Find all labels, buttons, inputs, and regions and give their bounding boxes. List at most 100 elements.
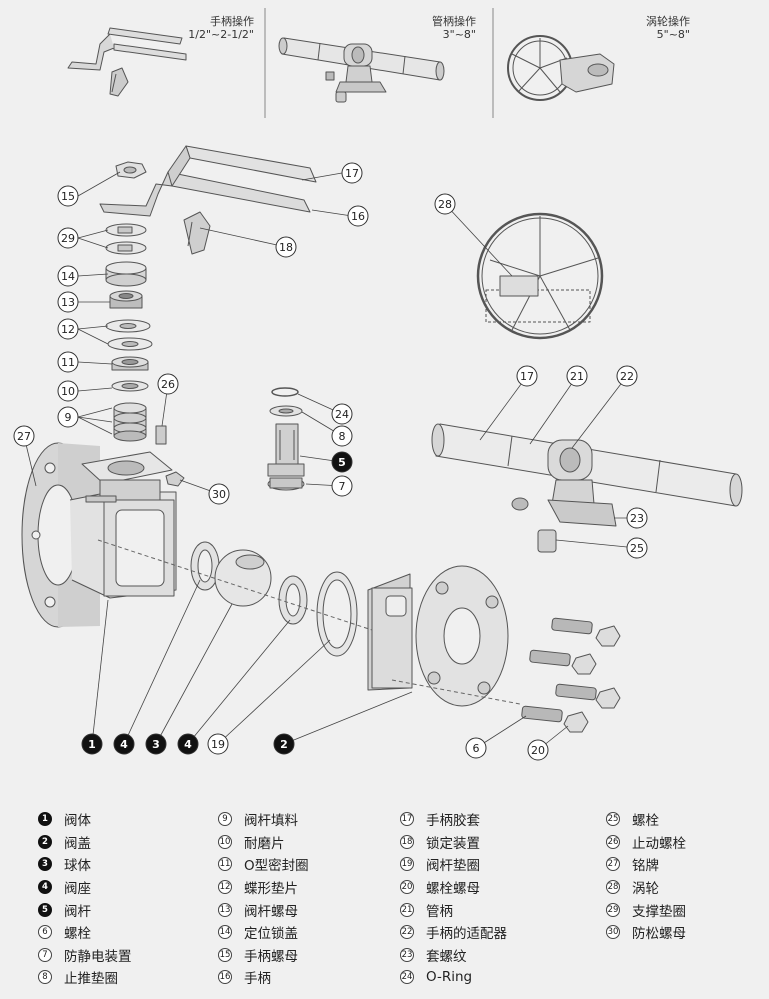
legend-label: 阀座 <box>64 881 91 898</box>
legend-item: 23 套螺纹 <box>400 944 507 967</box>
callout-27: 27 <box>13 425 35 447</box>
callout-17: 17 <box>516 365 538 387</box>
header-handle: 手柄操作 1/2"~2-1/2" <box>170 15 254 41</box>
callout-number: 22 <box>620 370 634 383</box>
leader-lines <box>23 171 638 751</box>
lock-device <box>183 211 211 255</box>
legend-label: 定位锁盖 <box>244 926 298 943</box>
header-size: 1/2"~2-1/2" <box>188 28 254 41</box>
pipe-handle-assembly <box>431 423 743 553</box>
callout-number: 2 <box>280 738 288 751</box>
callout-2: 2 <box>273 733 295 755</box>
callout-circle <box>157 373 179 395</box>
callout-23: 23 <box>626 507 648 529</box>
header-gear: 涡轮操作 5"~8" <box>620 15 690 41</box>
callout-number: 30 <box>212 488 226 501</box>
legend-label: 螺栓 <box>64 926 91 943</box>
callout-number: 15 <box>61 190 75 203</box>
callout-circle <box>57 351 79 373</box>
legend-label: 耐磨片 <box>244 835 285 852</box>
legend-number: 13 <box>218 902 232 917</box>
callout-circle <box>275 236 297 258</box>
callout-14: 14 <box>57 265 79 287</box>
callout-circle <box>57 380 79 402</box>
callout-30: 30 <box>208 483 230 505</box>
callout-7: 7 <box>331 475 353 497</box>
callout-circle <box>465 737 487 759</box>
callout-13: 13 <box>57 291 79 313</box>
callout-5: 5 <box>331 451 353 473</box>
legend-item: 11 O型密封圈 <box>218 853 309 876</box>
callout-21: 21 <box>566 365 588 387</box>
legend-number: 4 <box>38 880 52 895</box>
callout-15: 15 <box>57 185 79 207</box>
callout-circle <box>566 365 588 387</box>
legend-label: 阀体 <box>64 813 91 830</box>
header-pipe: 管柄操作 3"~8" <box>396 15 476 41</box>
lock-nut <box>165 471 185 487</box>
callout-12: 12 <box>57 318 79 340</box>
legend-number: 7 <box>38 947 52 962</box>
callout-number: 21 <box>570 370 584 383</box>
callout-1: 1 <box>81 733 103 755</box>
pipe-handle-sketch <box>278 37 445 103</box>
flange-bolts <box>521 617 621 733</box>
header-title: 管柄操作 <box>432 15 476 28</box>
callout-number: 26 <box>161 378 175 391</box>
callout-25: 25 <box>626 537 648 559</box>
callout-24: 24 <box>331 403 353 425</box>
legend-label: O型密封圈 <box>244 858 309 875</box>
legend-number: 12 <box>218 880 232 895</box>
handle-operation-sketch <box>67 27 187 97</box>
legend-number: 27 <box>606 857 620 872</box>
callout-number: 7 <box>339 480 346 493</box>
callout-circle <box>434 193 456 215</box>
axis-line <box>391 679 521 705</box>
callout-circle <box>81 733 103 755</box>
header-title: 涡轮操作 <box>646 15 690 28</box>
callout-29: 29 <box>57 227 79 249</box>
legend-label: 涡轮 <box>632 881 659 898</box>
legend-number: 23 <box>400 947 414 962</box>
callout-circle <box>273 733 295 755</box>
legend-label: 螺栓螺母 <box>426 881 480 898</box>
legend-label: 阀杆垫圈 <box>426 858 480 875</box>
legend-number: 11 <box>218 857 232 872</box>
callout-4: 4 <box>177 733 199 755</box>
callout-number: 20 <box>531 744 545 757</box>
legend-number: 16 <box>218 970 232 985</box>
stem <box>267 423 305 491</box>
legend-label: 止动螺栓 <box>632 835 686 852</box>
callout-28: 28 <box>434 193 456 215</box>
callout-circle <box>626 507 648 529</box>
legend-label: 锁定装置 <box>426 835 480 852</box>
callout-number: 6 <box>473 742 480 755</box>
callout-circle <box>13 425 35 447</box>
legend-number: 29 <box>606 902 620 917</box>
callout-11: 11 <box>57 351 79 373</box>
callout-number: 3 <box>152 738 160 751</box>
legend-number: 9 <box>218 812 232 827</box>
legend-label: 阀盖 <box>64 835 91 852</box>
callout-number: 12 <box>61 323 75 336</box>
callout-19: 19 <box>207 733 229 755</box>
legend-label: 套螺纹 <box>426 948 467 965</box>
callout-26: 26 <box>157 373 179 395</box>
legend-number: 19 <box>400 857 414 872</box>
callout-circle <box>516 365 538 387</box>
legend-item: 28 涡轮 <box>606 876 686 899</box>
legend-number: 28 <box>606 880 620 895</box>
